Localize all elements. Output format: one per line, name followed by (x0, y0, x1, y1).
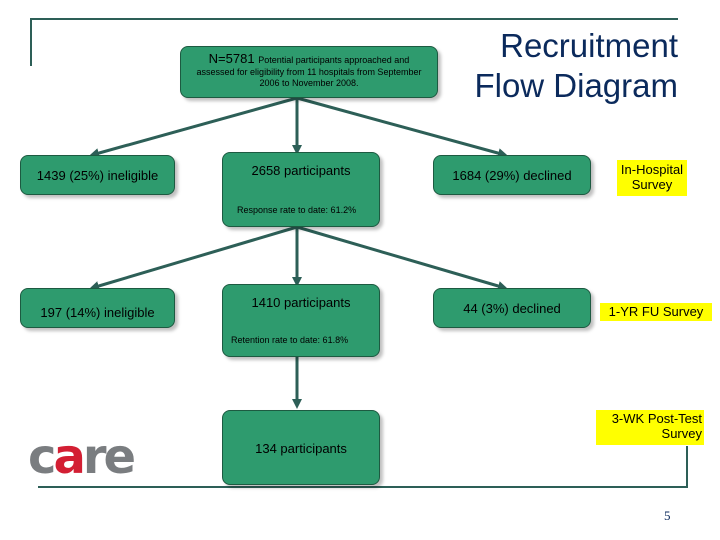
participants-label-1: 2658 participants (251, 163, 351, 178)
eligibility-box: N=5781 Potential participants approached… (180, 46, 438, 98)
eligibility-desc-1: Potential participants approached and (258, 55, 410, 65)
frame-right (686, 446, 688, 488)
logo-heart-a: a (53, 429, 85, 485)
total-n: N=5781 (208, 51, 255, 66)
declined-box-2: 44 (3%) declined (433, 288, 591, 328)
arrow-top-to-declined (296, 96, 508, 158)
participants-box-3: 134 participants (222, 410, 380, 485)
logo-re: re (82, 429, 136, 485)
participants-label-3: 134 participants (255, 441, 347, 456)
arrow-r1-to-declined (296, 225, 508, 291)
frame-left (30, 18, 32, 66)
response-rate-label: Response rate to date: 61.2% (237, 205, 357, 215)
ineligible-label-2: 197 (14%) ineligible (40, 305, 155, 320)
ineligible-box-2: 197 (14%) ineligible (20, 288, 175, 328)
arrow-r1-to-ineligible (89, 225, 298, 291)
eligibility-desc-2: assessed for eligibility from 11 hospita… (196, 67, 422, 77)
one-year-survey-label: 1-YR FU Survey (600, 303, 712, 321)
title-line-2: Flow Diagram (474, 67, 678, 104)
page-number: 5 (664, 508, 671, 523)
participants-label-2: 1410 participants (251, 295, 351, 310)
eligibility-desc-3: 2006 to November 2008. (259, 78, 359, 88)
care-logo: care (28, 432, 168, 482)
declined-label-2: 44 (3%) declined (463, 301, 561, 316)
ineligible-box-1: 1439 (25%) ineligible (20, 155, 175, 195)
post-test-survey-label: 3-WK Post-Test Survey (596, 410, 704, 445)
title-line-1: Recruitment (500, 27, 678, 64)
declined-label-1: 1684 (29%) declined (452, 168, 572, 183)
retention-rate-label: Retention rate to date: 61.8% (231, 335, 349, 345)
declined-box-1: 1684 (29%) declined (433, 155, 591, 195)
arrow-top-to-ineligible (89, 96, 298, 158)
slide-title: Recruitment Flow Diagram (440, 26, 678, 106)
frame-bottom (38, 486, 686, 488)
in-hospital-survey-label: In-Hospital Survey (617, 160, 687, 196)
logo-c: c (28, 429, 57, 485)
frame-top (30, 18, 678, 20)
ineligible-label-1: 1439 (25%) ineligible (36, 168, 159, 183)
participants-box-1: 2658 participants Response rate to date:… (222, 152, 380, 227)
participants-box-2: 1410 participants Retention rate to date… (222, 284, 380, 357)
